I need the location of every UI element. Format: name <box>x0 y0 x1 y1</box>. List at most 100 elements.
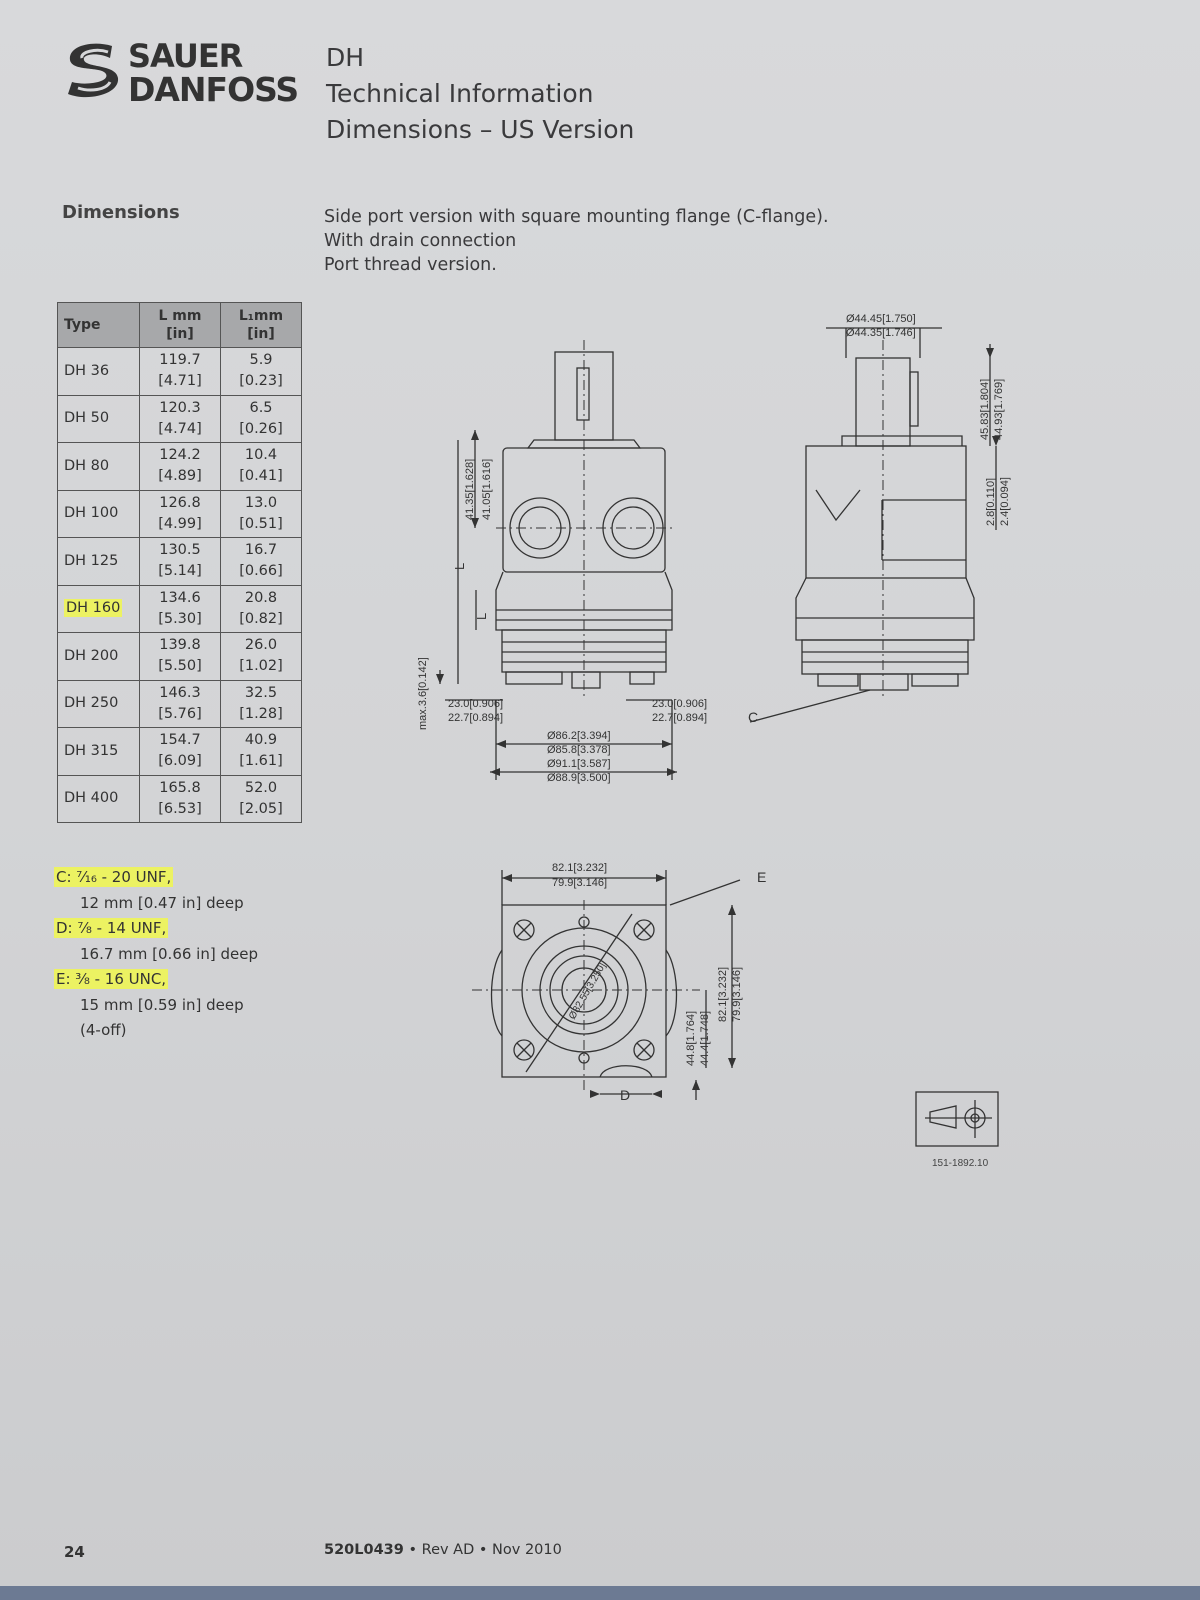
cell-l: 134.6[5.30] <box>139 584 221 633</box>
dim-text: 2.4[0.094] <box>999 477 1011 526</box>
column-header-type: Type <box>57 302 140 348</box>
thread-d: D: ⁷⁄₈ - 14 UNF, <box>54 916 258 942</box>
dim-text: 22.7[0.894] <box>448 712 503 724</box>
product-name: DH <box>326 43 365 72</box>
cell-l1: 26.0[1.02] <box>220 632 302 681</box>
cell-l: 130.5[5.14] <box>139 537 221 586</box>
dim-text: 79.9[3.146] <box>552 877 607 889</box>
thread-d-detail: 16.7 mm [0.66 in] deep <box>80 944 258 963</box>
cell-type: DH 315 <box>57 727 140 776</box>
cell-l: 154.7[6.09] <box>139 727 221 776</box>
brand-wordmark: SAUER DANFOSS <box>128 37 299 109</box>
callout-c: C <box>748 709 758 725</box>
thread-e-note: (4-off) <box>80 1021 127 1039</box>
thread-e-label: E: ³⁄₈ - 16 UNC, <box>54 969 169 989</box>
dim-text: Ø91.1[3.587] <box>547 758 611 770</box>
thread-notes: C: ⁷⁄₁₆ - 20 UNF, 12 mm [0.47 in] deep D… <box>54 865 258 1044</box>
cell-l1: 10.4[0.41] <box>220 442 302 491</box>
callout-d: D <box>620 1087 630 1103</box>
dim-text: 2.8[0.110] <box>985 478 997 526</box>
dim-text: 22.7[0.894] <box>652 712 707 724</box>
description: Side port version with square mounting f… <box>324 205 829 277</box>
dim-text: Ø44.35[1.746] <box>846 327 916 339</box>
cell-l1: 13.0[0.51] <box>220 489 302 538</box>
cell-l1: 5.9[0.23] <box>220 347 302 396</box>
figure-reference: 151-1892.10 <box>932 1158 989 1169</box>
cell-l: 146.3[5.76] <box>139 679 221 728</box>
cell-type: DH 400 <box>57 774 140 823</box>
cell-l: 120.3[4.74] <box>139 394 221 443</box>
column-header-l: L mm[in] <box>139 302 221 348</box>
dim-text: Ø44.45[1.750] <box>846 313 916 325</box>
dim-text: 41.35[1.628] <box>464 459 476 520</box>
dim-text: max.3.6[0.142] <box>417 657 429 730</box>
dim-text: 44.8[1.764] <box>685 1011 697 1066</box>
column-header-l1: L₁mm[in] <box>220 302 302 348</box>
projection-symbol-icon <box>915 1091 999 1147</box>
front-view <box>439 340 677 780</box>
dim-text: 44.93[1.769] <box>993 379 1005 440</box>
cell-l: 126.8[4.99] <box>139 489 221 538</box>
dim-text: Ø86.2[3.394] <box>547 730 611 742</box>
thread-c-detail: 12 mm [0.47 in] deep <box>80 893 244 912</box>
table-header-row: Type L mm[in] L₁mm[in] <box>57 302 302 348</box>
cell-l1: 6.5[0.26] <box>220 394 302 443</box>
dim-text: 82.1[3.232] <box>552 862 607 874</box>
dim-text: 23.0[0.906] <box>448 698 503 710</box>
dim-text: L <box>474 613 489 620</box>
page-number: 24 <box>64 1543 85 1561</box>
cell-l: 165.8[6.53] <box>139 774 221 823</box>
page-title: Dimensions – US Version <box>326 115 635 144</box>
section-title: Dimensions <box>62 202 180 223</box>
doc-revision: • Rev AD • Nov 2010 <box>403 1542 562 1558</box>
cell-type: DH 200 <box>57 632 140 681</box>
dim-text: Ø85.8[3.378] <box>547 744 611 756</box>
thread-e-detail: 15 mm [0.59 in] deep <box>80 995 244 1014</box>
dim-text: 23.0[0.906] <box>652 698 707 710</box>
dim-text: 45.83[1.804] <box>979 379 991 440</box>
end-view <box>472 870 741 1100</box>
dim-text: 41.05[1.616] <box>481 459 493 520</box>
cell-l: 119.7[4.71] <box>139 347 221 396</box>
thread-c-label: C: ⁷⁄₁₆ - 20 UNF, <box>54 867 174 887</box>
brand-line-2: DANFOSS <box>128 70 299 109</box>
cell-type: DH 80 <box>57 442 140 491</box>
dim-text: 44.4[1.748] <box>699 1011 711 1066</box>
cell-l1: 40.9[1.61] <box>220 727 302 776</box>
dim-text: 82.1[3.232] <box>717 967 729 1022</box>
header-titles: DH Technical Information Dimensions – US… <box>326 40 634 148</box>
description-line: With drain connection <box>324 231 517 251</box>
cell-l1: 52.0[2.05] <box>220 774 302 823</box>
cell-l1: 32.5[1.28] <box>220 679 302 728</box>
side-view <box>749 327 997 723</box>
description-line: Port thread version. <box>324 255 497 275</box>
doc-number: 520L0439 <box>324 1542 404 1558</box>
cell-type: DH 160 <box>57 584 140 633</box>
callout-e: E <box>757 869 766 885</box>
description-line: Side port version with square mounting f… <box>324 207 829 227</box>
cell-l1: 16.7[0.66] <box>220 537 302 586</box>
dim-text: L <box>452 563 467 570</box>
header-subtitle: Technical Information <box>326 79 594 108</box>
thread-e: E: ³⁄₈ - 16 UNC, <box>54 967 258 993</box>
dim-text: Ø88.9[3.500] <box>547 772 611 784</box>
page-edge <box>0 1586 1200 1600</box>
brand-line-1: SAUER <box>128 37 243 75</box>
sauer-danfoss-s-icon <box>68 43 119 98</box>
thread-c: C: ⁷⁄₁₆ - 20 UNF, <box>54 865 258 891</box>
cell-type: DH 36 <box>57 347 140 396</box>
cell-l: 139.8[5.50] <box>139 632 221 681</box>
